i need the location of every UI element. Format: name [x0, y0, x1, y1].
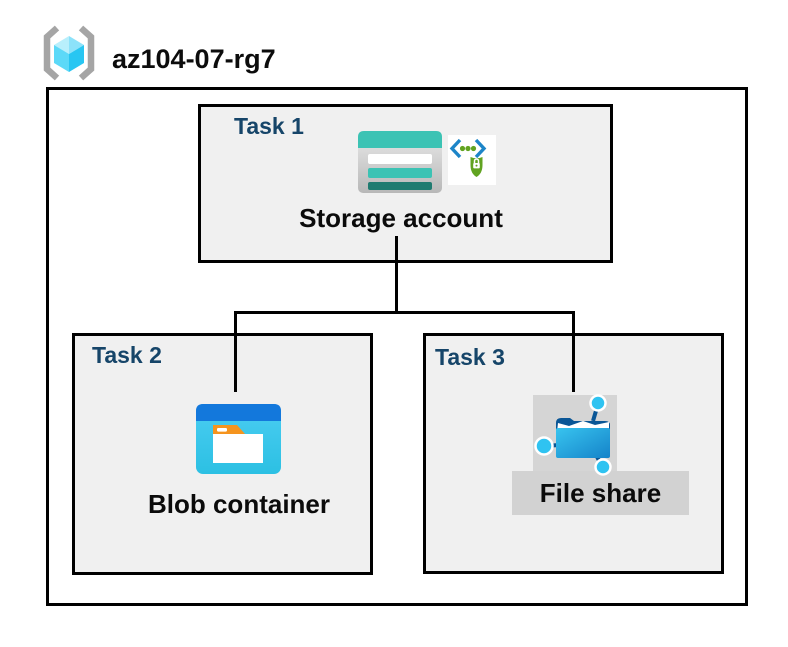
file-share-icon	[534, 394, 612, 476]
task-3-label: Task 3	[435, 344, 505, 370]
task-1-label: Task 1	[234, 113, 304, 139]
connector-to-file-share	[572, 311, 575, 392]
connector-storage-stem	[395, 236, 398, 314]
resource-group-icon	[43, 25, 95, 81]
connector-horizontal	[234, 311, 575, 314]
secure-access-icon	[448, 135, 496, 185]
task-1-box: Task 1 Storage account	[198, 104, 613, 263]
task-2-box: Task 2 Blob container	[72, 333, 373, 575]
file-share-label: File share	[539, 478, 662, 508]
connector-to-blob-container	[234, 311, 237, 392]
blob-container-icon	[196, 404, 281, 474]
resource-group-name: az104-07-rg7	[112, 44, 276, 74]
task-3-box: Task 3 File share	[423, 333, 724, 574]
task-2-label: Task 2	[92, 342, 162, 368]
file-share-label-highlight: File share	[512, 471, 689, 515]
blob-container-label: Blob container	[147, 489, 330, 519]
storage-account-label: Storage account	[299, 203, 503, 233]
storage-account-icon	[358, 131, 442, 193]
